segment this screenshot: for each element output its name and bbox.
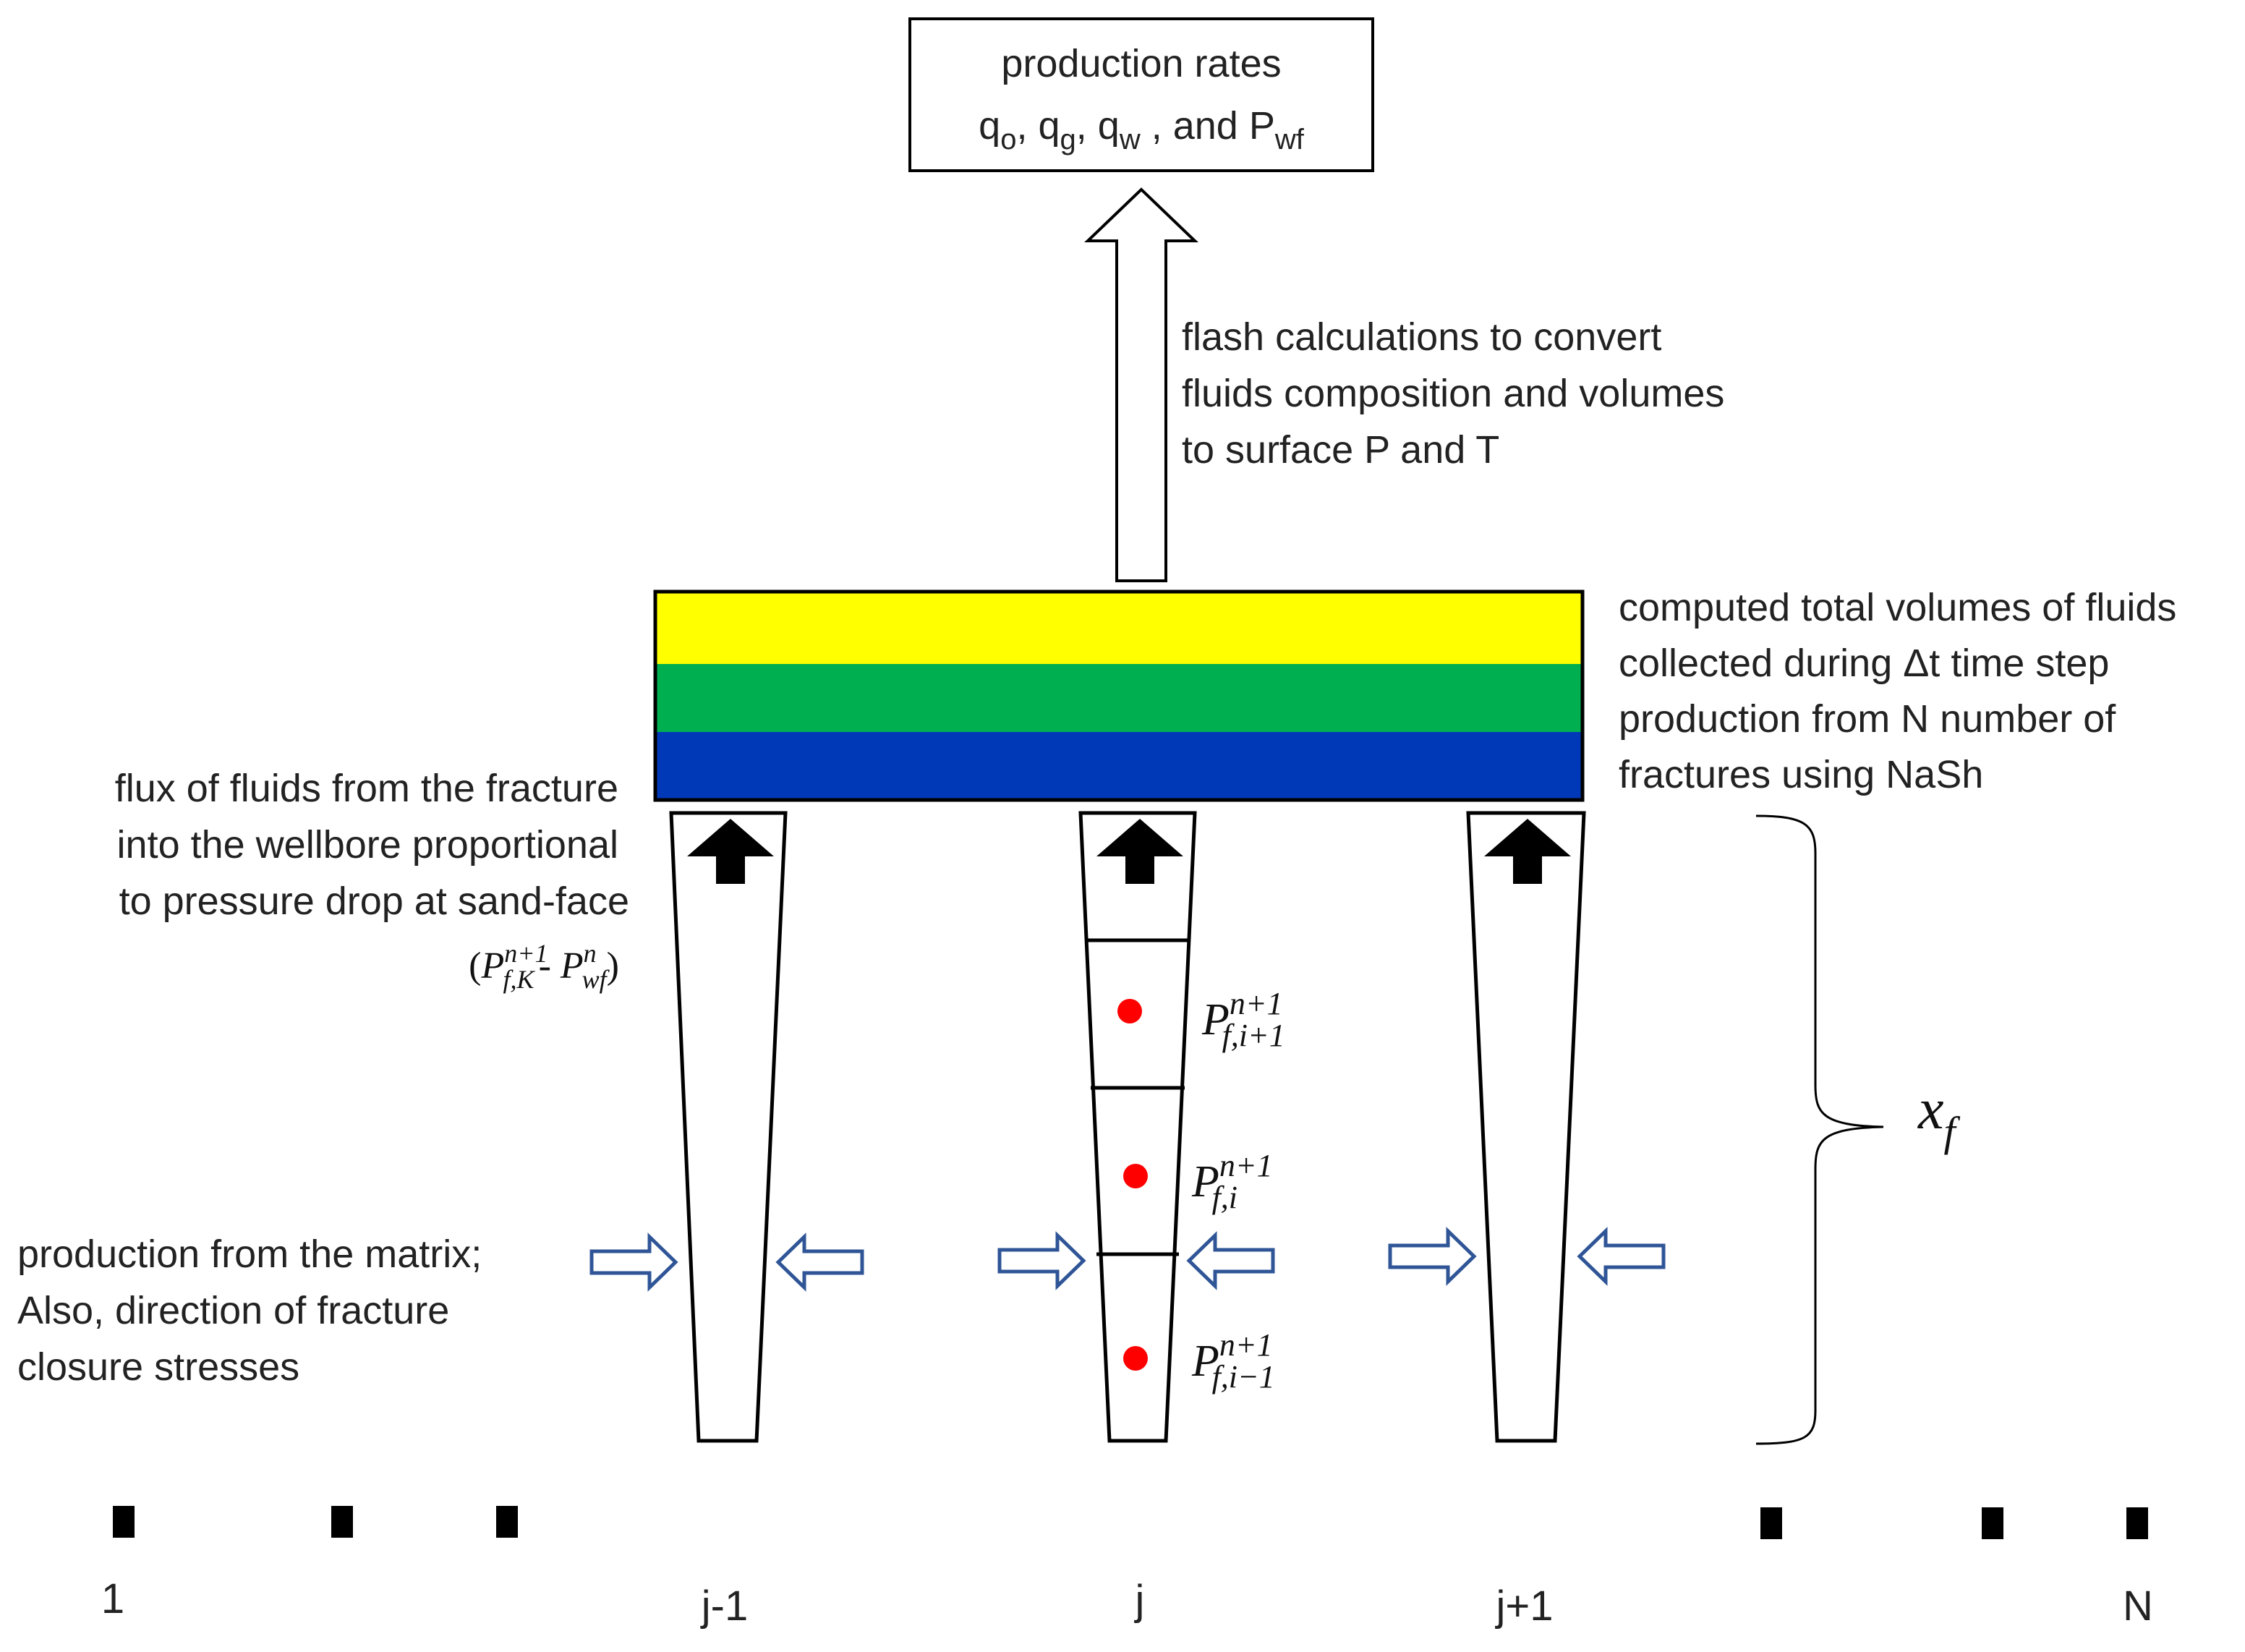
flash-calculation-note: flash calculations to convert fluids com… [1182, 315, 1735, 472]
fracture-marker [113, 1506, 135, 1538]
fracture-body [669, 811, 788, 1443]
flux-up-arrow-icon [1484, 819, 1571, 884]
tank-outline [653, 589, 1585, 802]
fracture-marker [1760, 1507, 1782, 1539]
computed-volumes-note: computed total volumes of fluids collect… [1619, 586, 2187, 796]
volumes-note-line-1: computed total volumes of fluids [1619, 586, 2176, 629]
matrix-arrow-right-icon [1388, 1227, 1477, 1286]
fracture-label-1: 1 [101, 1575, 124, 1622]
fracture-label-j: j [1134, 1577, 1145, 1624]
fracture-body [1466, 811, 1586, 1443]
volumes-note-line-4: fractures using NaSh [1619, 753, 1983, 796]
half-length-label: xf [1917, 1078, 1961, 1155]
fracture-marker [331, 1506, 353, 1538]
fracture-marker [1982, 1507, 2003, 1539]
matrix-arrow-left-icon [775, 1232, 864, 1292]
fracture-j [1078, 811, 1197, 1443]
flux-up-arrow-icon [1096, 819, 1183, 884]
fluid-layer-blue [655, 732, 1582, 800]
fracture-label-j-minus-1: j-1 [700, 1583, 748, 1630]
volumes-note-line-2: collected during Δt time step [1619, 642, 2109, 685]
fracture-j-minus-1 [669, 811, 788, 1443]
flash-note-line-1: flash calculations to convert [1182, 315, 1661, 359]
volumes-note-line-3: production from N number of [1619, 697, 2116, 741]
collected-fluids-tank [653, 589, 1585, 802]
fracture-index-markers [113, 1506, 2148, 1539]
matrix-note-line-2: Also, direction of fracture [17, 1289, 449, 1332]
flux-note-line-3: to pressure drop at sand-face [119, 880, 629, 923]
pressure-node-dot [1123, 1346, 1148, 1371]
flash-note-line-2: fluids composition and volumes [1182, 372, 1724, 415]
fracture-marker [2126, 1507, 2148, 1539]
flux-up-arrow-icon [687, 819, 774, 884]
fracture-flux-note: flux of fluids from the fracture into th… [115, 767, 629, 923]
matrix-arrow-left-icon [1577, 1227, 1666, 1286]
half-length-brace [1755, 814, 1884, 1445]
fluid-layer-yellow [655, 592, 1582, 664]
matrix-arrow-right-icon [589, 1232, 678, 1292]
fracture-j-plus-1 [1466, 811, 1586, 1443]
pressure-node-dot [1117, 999, 1142, 1023]
fracture-marker [496, 1506, 518, 1538]
fracture-label-j-plus-1: j+1 [1494, 1583, 1553, 1630]
production-rates-variables: qo, qg, qw , and Pwf [979, 104, 1305, 156]
flash-up-arrow [1084, 187, 1198, 582]
matrix-arrow-right-icon [997, 1231, 1086, 1290]
flux-note-line-2: into the wellbore proportional [117, 823, 618, 867]
fracture-label-N: N [2123, 1583, 2153, 1630]
fluid-layer-green [655, 664, 1582, 732]
matrix-arrow-left-icon [1186, 1231, 1275, 1290]
matrix-note-line-3: closure stresses [17, 1345, 299, 1389]
matrix-production-note: production from the matrix; Also, direct… [17, 1232, 493, 1389]
flux-note-line-1: flux of fluids from the fracture [115, 767, 618, 810]
matrix-note-line-1: production from the matrix; [17, 1232, 482, 1276]
flash-note-line-3: to surface P and T [1182, 428, 1499, 472]
production-rates-title: production rates [1001, 42, 1281, 85]
production-rates-box [908, 17, 1374, 172]
pressure-node-dot [1123, 1164, 1148, 1188]
fracture-body [1078, 811, 1197, 1443]
matrix-flow-arrows [589, 1227, 1666, 1292]
